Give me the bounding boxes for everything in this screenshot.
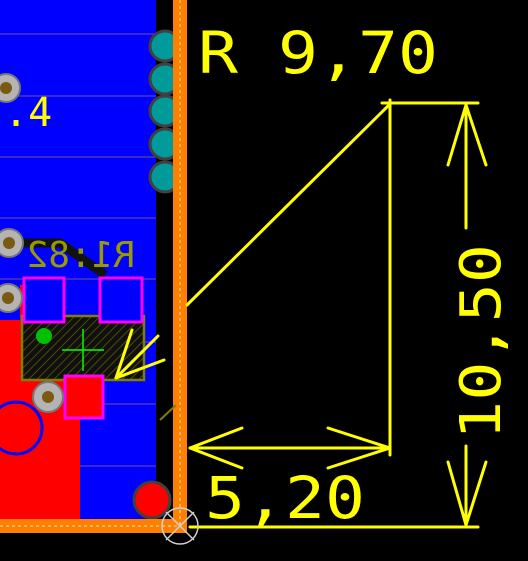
via-drill <box>0 82 12 94</box>
height-arrow-top-a <box>446 103 468 167</box>
mirrored-silk-label: R1:82 <box>27 235 135 276</box>
pad-3 <box>63 374 105 420</box>
origin-crosshair-icon[interactable] <box>161 507 199 545</box>
pad-2 <box>98 276 144 324</box>
radius-arrow-a <box>114 328 134 380</box>
svg-text:R1:82: R1:82 <box>27 235 135 276</box>
component-center-crosshair-icon <box>62 329 104 371</box>
via-drill <box>42 391 54 403</box>
via-drill <box>3 237 15 249</box>
dimension-lines[interactable] <box>114 98 488 529</box>
height-dimension-label[interactable]: 10,50 <box>449 244 514 440</box>
height-arrow-bottom-b <box>464 460 488 527</box>
vias-gray[interactable] <box>0 73 64 413</box>
bottom-trace <box>10 238 108 279</box>
guide-segment <box>159 404 177 421</box>
width-arrow-left-b <box>188 446 244 470</box>
edge-clearance-lower <box>158 300 166 520</box>
width-dimension-label[interactable]: 5,20 <box>205 464 365 532</box>
width-arrow-left-a <box>188 426 244 450</box>
red-via[interactable] <box>132 480 172 520</box>
top-copper-pad[interactable] <box>0 400 44 456</box>
pad-1 <box>22 276 66 324</box>
width-arrow-right-b <box>326 446 392 470</box>
pin1-marker <box>36 328 52 344</box>
radius-dimension-label[interactable]: R 9,70 <box>198 19 438 87</box>
height-arrow-bottom-a <box>446 460 468 527</box>
via-drill <box>2 292 14 304</box>
radius-leader-inner <box>114 334 160 380</box>
width-arrow-right-a <box>326 426 392 450</box>
radius-arrow-b <box>114 358 166 380</box>
board-outline-bottom-edge <box>0 519 187 533</box>
height-arrow-top-b <box>464 103 488 167</box>
smd-pads[interactable] <box>22 276 144 420</box>
radius-leader <box>185 104 390 307</box>
